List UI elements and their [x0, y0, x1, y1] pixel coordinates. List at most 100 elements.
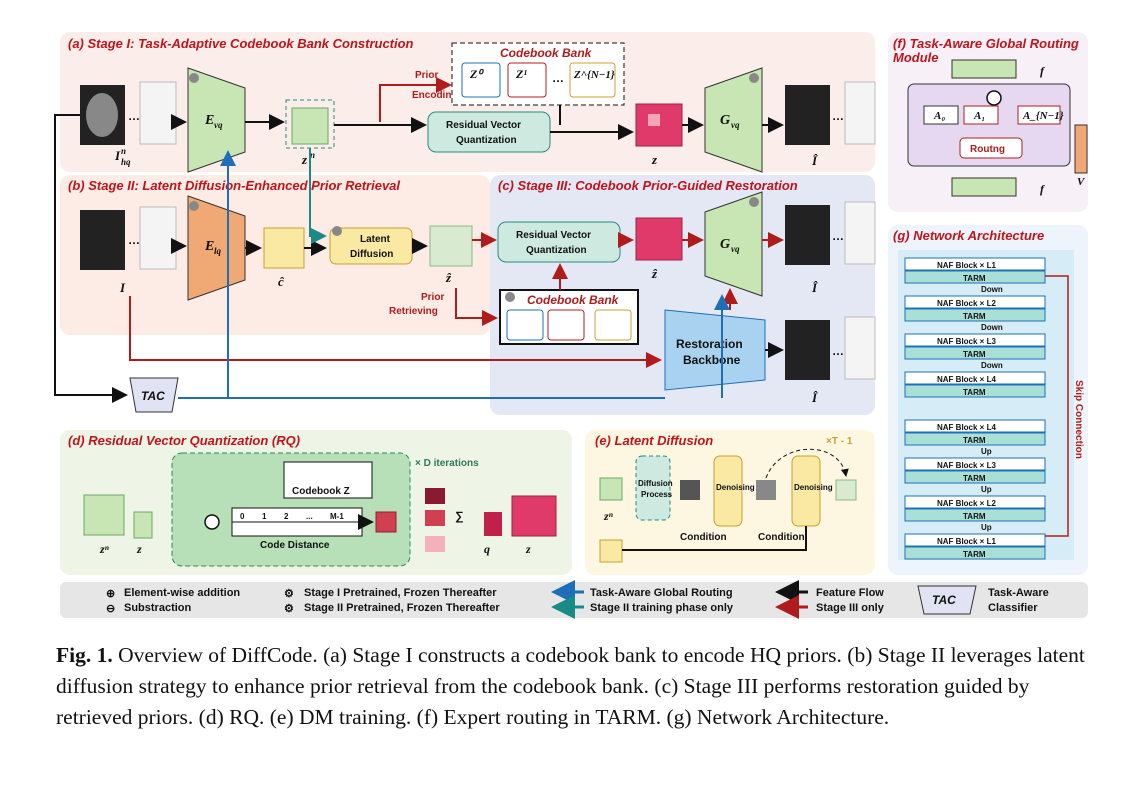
f-out-tokens [951, 59, 1017, 79]
legend-text-5: Stage II training phase only [590, 602, 734, 614]
naf-block-label: NAF Block × L4 [937, 375, 996, 384]
ellipsis-b1: … [128, 233, 140, 247]
codebook-z1-c [547, 309, 585, 341]
arrow-zn-latent-teal [309, 148, 327, 244]
panel-e-title: (e) Latent Diffusion [595, 433, 713, 448]
ellipsis-a1: … [128, 109, 140, 123]
cn-cube-e [599, 539, 623, 563]
up-label: Up [981, 447, 992, 456]
label-zij-d: z [136, 542, 142, 556]
naf-block [904, 495, 1046, 509]
ellipsis-c1: … [832, 229, 844, 243]
zq-cube-a-cell [648, 114, 660, 126]
tarm-block [904, 432, 1046, 446]
label-qij: q [484, 542, 490, 556]
arrow-prior-retrieving [455, 288, 498, 326]
arrow-condition [622, 526, 807, 551]
diffusion-process-label-1: Diffusion [638, 479, 673, 488]
label-zhat: ẑ [445, 270, 452, 285]
tarm-block [904, 308, 1046, 322]
naf-block [904, 295, 1046, 309]
figure-caption: Fig. 1. Overview of DiffCode. (a) Stage … [56, 640, 1096, 733]
naf-block-label: NAF Block × L3 [937, 461, 996, 470]
skip-connection-label: Skip Connection [1073, 380, 1084, 459]
diffusion-process-label-2: Process [641, 490, 673, 499]
denoise-2-label: Denoising [794, 483, 833, 492]
tarm-label: TARM [963, 474, 986, 483]
naf-block-label: NAF Block × L3 [937, 337, 996, 346]
loop-arrow-e [765, 448, 849, 479]
latent-diffusion-label-2: Diffusion [350, 249, 393, 260]
up-label: Up [981, 485, 992, 494]
legend-text-6: Feature Flow [816, 587, 884, 599]
zt-cube [680, 480, 700, 500]
label-zn1-a: Z^{N−1} [573, 69, 615, 81]
legend-text-8b: Classifier [988, 602, 1038, 614]
denoise-net-1 [713, 455, 743, 527]
codebook-z-d [283, 461, 373, 499]
hq-input-image-light [139, 81, 177, 145]
restoration-backbone [664, 309, 766, 391]
tarm-label: TARM [963, 550, 986, 559]
naf-block-label: NAF Block × L2 [937, 499, 996, 508]
tarm-block [904, 508, 1046, 522]
latent-diffusion-label-1: Latent [360, 234, 391, 245]
legend-text-8a: Task-Aware [988, 587, 1049, 599]
label-gvq-a-sub: vq [731, 120, 740, 130]
tarm-block [904, 384, 1046, 398]
panel-a-title: (a) Stage I: Task-Adaptive Codebook Bank… [68, 36, 414, 51]
label-zq-hat: ẑ [651, 266, 658, 281]
legend-sym-2: ⚙ [284, 588, 294, 600]
gear-icon-latent [332, 226, 342, 236]
codebook-zn-c [594, 309, 632, 341]
hq-input-image-organ [86, 93, 118, 137]
label-ilq: I [119, 280, 126, 295]
arrow-prior-encoding [379, 77, 452, 122]
tarm-label: TARM [963, 512, 986, 521]
d-iterations-label: × D iterations [415, 458, 479, 469]
legend-text-3: Stage II Pretrained, Frozen Thereafter [304, 602, 500, 614]
expert-a1 [963, 105, 999, 125]
naf-block-label: NAF Block × L1 [937, 261, 996, 270]
label-zn: z [301, 152, 308, 167]
tarm-label: TARM [963, 350, 986, 359]
naf-block [904, 457, 1046, 471]
label-gvq-c-sub: vq [731, 244, 740, 254]
codebook-bank-a-title: Codebook Bank [500, 46, 593, 60]
label-zn-d: zⁿ [99, 542, 110, 556]
label-a0: A₀ [933, 110, 945, 122]
label-ihq-hat: Î [811, 153, 818, 168]
zhat-cube-e [835, 479, 857, 501]
arrow-ilq-backbone-red [129, 296, 662, 368]
codebook-bank-c-title: Codebook Bank [527, 293, 620, 307]
gear-icon-cb-c [505, 292, 515, 302]
codebook-z0-a [461, 62, 501, 98]
label-fout: f [1040, 64, 1045, 78]
zq-hat-cube [635, 217, 683, 261]
output-ref-dark [785, 205, 830, 265]
label-a1: A₁ [973, 110, 985, 122]
output-hq-light [844, 81, 876, 145]
label-iref: Î [811, 280, 818, 295]
label-zn-sup: n [310, 150, 315, 160]
label-v: V [1077, 176, 1086, 188]
sum-symbol: ∑ [455, 509, 464, 523]
down-label: Down [981, 285, 1003, 294]
label-zq-d: z [525, 542, 531, 556]
cd-index-2: 2 [284, 512, 289, 521]
add-op-f [986, 90, 1002, 106]
decoder-gvq-a [704, 67, 763, 173]
tac-classifier [129, 377, 179, 413]
panel-b-title: (b) Stage II: Latent Diffusion-Enhanced … [68, 178, 400, 193]
label-fin: f [1040, 182, 1045, 196]
legend-sym-1: ⊖ [106, 603, 115, 615]
zn-cube [291, 107, 329, 145]
legend-text-4: Task-Aware Global Routing [590, 587, 733, 599]
skip-connection-line [1045, 275, 1069, 537]
output-ref-light [844, 201, 876, 265]
zn-cube-d [83, 494, 125, 536]
caption-label: Fig. 1. [56, 643, 113, 667]
legend-sym-3: ⚙ [284, 603, 294, 615]
tarm-block [904, 546, 1046, 560]
cd-index-m1: M-1 [330, 512, 344, 521]
